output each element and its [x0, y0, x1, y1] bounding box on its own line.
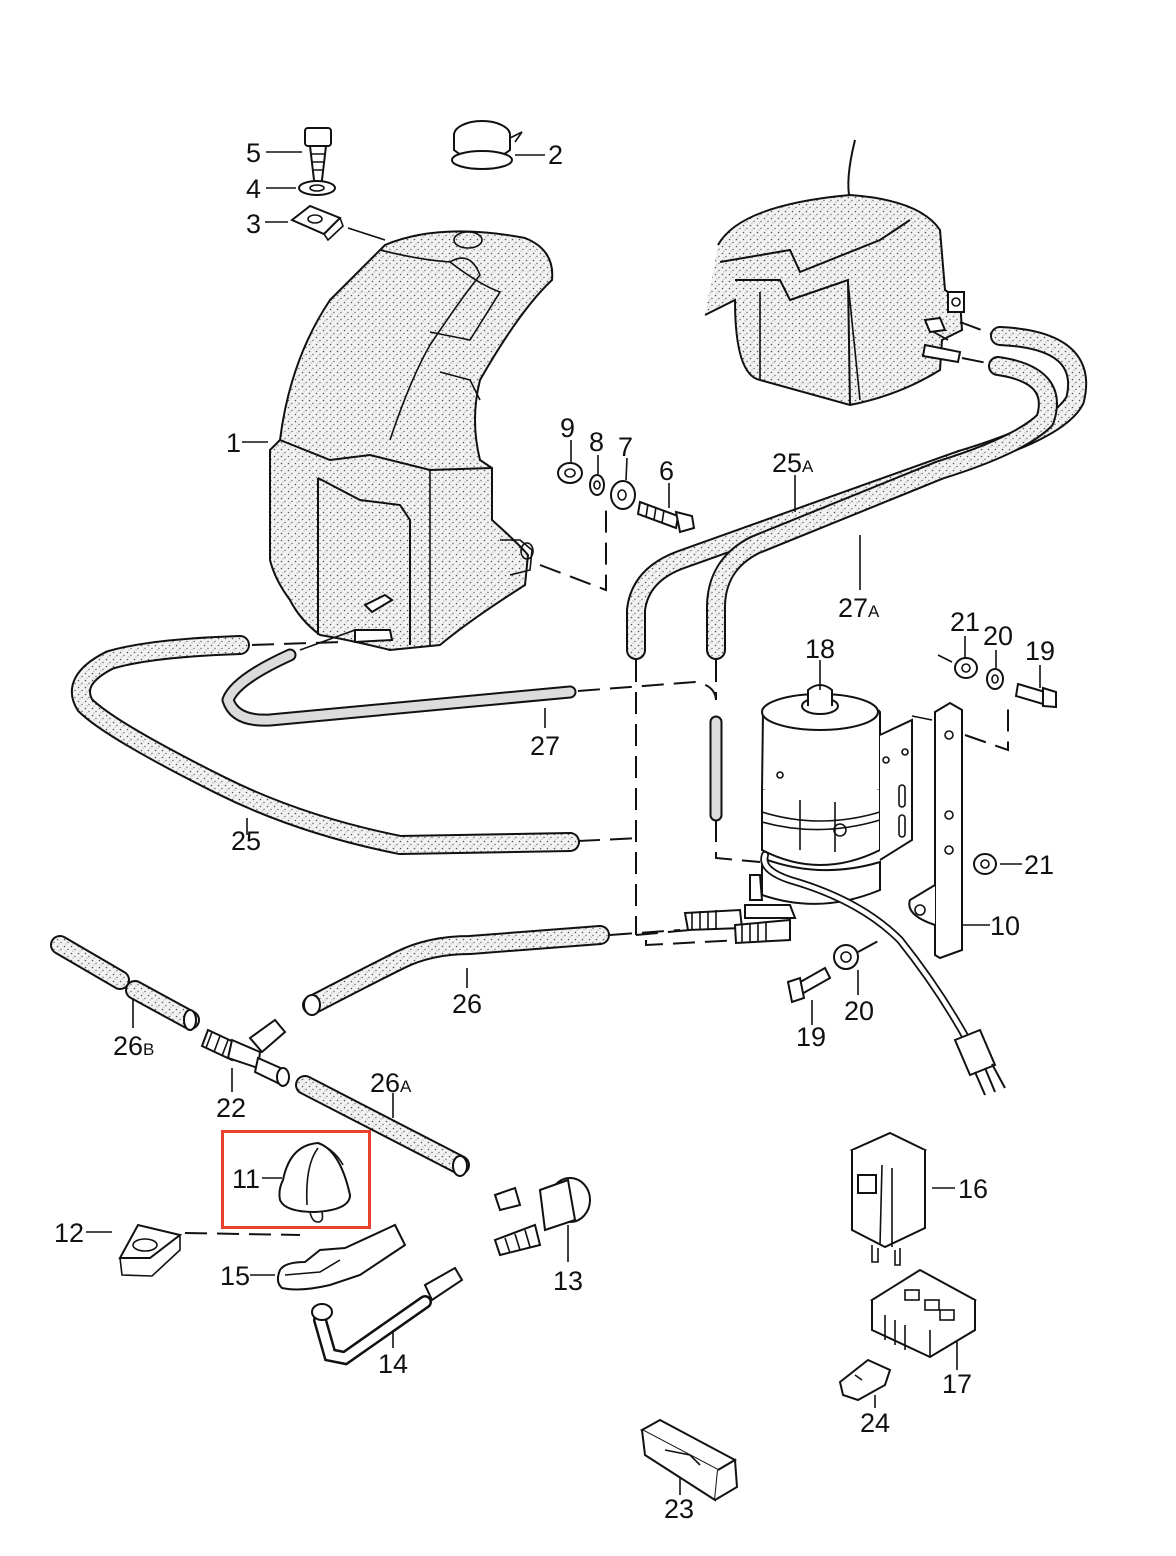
- label-9: 9: [560, 413, 575, 443]
- screw-5: [304, 127, 332, 191]
- label-27: 27: [530, 731, 560, 761]
- pump-bracket-10: [908, 701, 1009, 960]
- bolt-19-upper: [1014, 665, 1057, 709]
- label-27a: 27A: [838, 593, 880, 623]
- highlight-box-part-11: [221, 1130, 371, 1229]
- callout-labels: 5 4 3 2 1 9 8 7 6 25A 27A 21 20 19 18 27…: [54, 138, 1055, 1524]
- label-3: 3: [246, 209, 261, 239]
- hose-26b: [50, 935, 200, 1031]
- label-19-upper: 19: [1025, 636, 1055, 666]
- relay-16: [849, 1131, 955, 1266]
- reservoir-cap-2: [451, 120, 523, 170]
- retaining-clip-15: [250, 1223, 407, 1291]
- nozzle-seal-12: [86, 1223, 301, 1277]
- leader-line: [299, 629, 356, 651]
- nozzle-cap-11[interactable]: [262, 1141, 352, 1223]
- hose-27a-end: [709, 715, 761, 863]
- bolt-19-lower: [786, 966, 832, 1025]
- pump-cable: [760, 851, 1006, 1096]
- nut-9: [557, 440, 583, 484]
- label-5: 5: [246, 138, 261, 168]
- label-20-lower: 20: [844, 996, 874, 1026]
- label-25: 25: [231, 826, 261, 856]
- hose-25: [71, 635, 580, 855]
- hose-27: [221, 648, 577, 727]
- washer-4: [298, 180, 336, 196]
- fuse-connector-23: [639, 1418, 739, 1502]
- label-6: 6: [659, 456, 674, 486]
- check-valve-13: [493, 1177, 591, 1262]
- dashed-connector: [577, 837, 641, 842]
- hose-26a: [295, 1075, 470, 1177]
- headlight-unit: [704, 139, 993, 407]
- label-8: 8: [589, 427, 604, 457]
- label-7: 7: [618, 432, 633, 462]
- nozzle-pipe-14: [311, 1266, 464, 1366]
- label-15: 15: [220, 1261, 250, 1291]
- dashed-connector: [251, 641, 341, 646]
- hose-26: [302, 925, 610, 1016]
- label-26a: 26A: [370, 1068, 412, 1098]
- label-20-upper: 20: [983, 621, 1013, 651]
- dashed-connector: [635, 929, 691, 936]
- label-1: 1: [226, 428, 241, 458]
- dashed-connector: [609, 929, 681, 936]
- t-connector-22: [200, 1018, 290, 1092]
- label-18: 18: [805, 634, 835, 664]
- label-22: 22: [216, 1093, 246, 1123]
- clip-nut-3: [290, 204, 386, 242]
- label-26b: 26B: [113, 1031, 154, 1061]
- label-4: 4: [246, 174, 261, 204]
- label-2: 2: [548, 140, 563, 170]
- hose-27a: [706, 356, 1058, 660]
- nut-21-lower: [973, 853, 1022, 875]
- washer-20-lower: [833, 939, 881, 995]
- dashed-connector: [645, 939, 741, 947]
- label-19-lower: 19: [796, 1022, 826, 1052]
- label-26: 26: [452, 989, 482, 1019]
- label-24: 24: [860, 1408, 890, 1438]
- lock-washer-8: [589, 455, 605, 496]
- washer-reservoir-1: [269, 230, 554, 652]
- nut-21-upper: [937, 636, 978, 679]
- relay-socket-17: [869, 1268, 977, 1370]
- washer-pump-18: [683, 660, 913, 945]
- label-21-upper: 21: [950, 607, 980, 637]
- label-10: 10: [990, 911, 1020, 941]
- dashed-connector: [577, 680, 717, 701]
- washer-20-upper: [986, 650, 1004, 690]
- label-17: 17: [942, 1369, 972, 1399]
- label-12: 12: [54, 1218, 84, 1248]
- plug-connector-24: [838, 1358, 892, 1408]
- label-13: 13: [553, 1266, 583, 1296]
- washer-7: [610, 457, 636, 510]
- leader-dash: [539, 505, 607, 592]
- label-14: 14: [378, 1349, 408, 1379]
- bolt-6: [636, 483, 696, 534]
- label-11: 11: [232, 1164, 260, 1194]
- label-21-lower: 21: [1024, 850, 1054, 880]
- label-16: 16: [958, 1174, 988, 1204]
- label-23: 23: [664, 1494, 694, 1524]
- label-25a: 25A: [772, 448, 814, 478]
